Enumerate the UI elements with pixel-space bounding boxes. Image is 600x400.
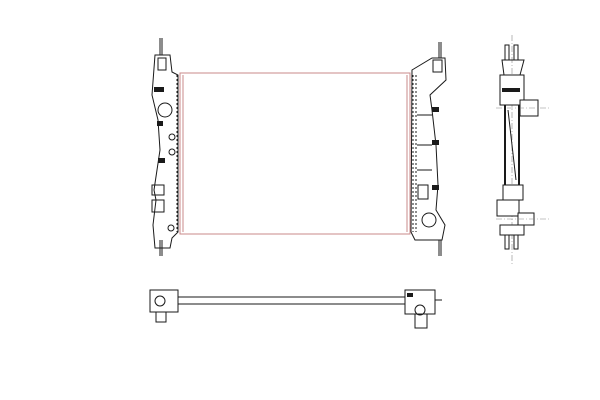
right-tank [410, 42, 447, 256]
bottom-view [149, 289, 442, 329]
radiator-core [179, 72, 411, 235]
left-port-circle [157, 102, 173, 118]
side-view [496, 35, 550, 265]
right-port-circle [421, 212, 437, 228]
left-tank [151, 38, 179, 256]
bottom-left-fitting [149, 289, 179, 313]
front-view [151, 38, 447, 256]
